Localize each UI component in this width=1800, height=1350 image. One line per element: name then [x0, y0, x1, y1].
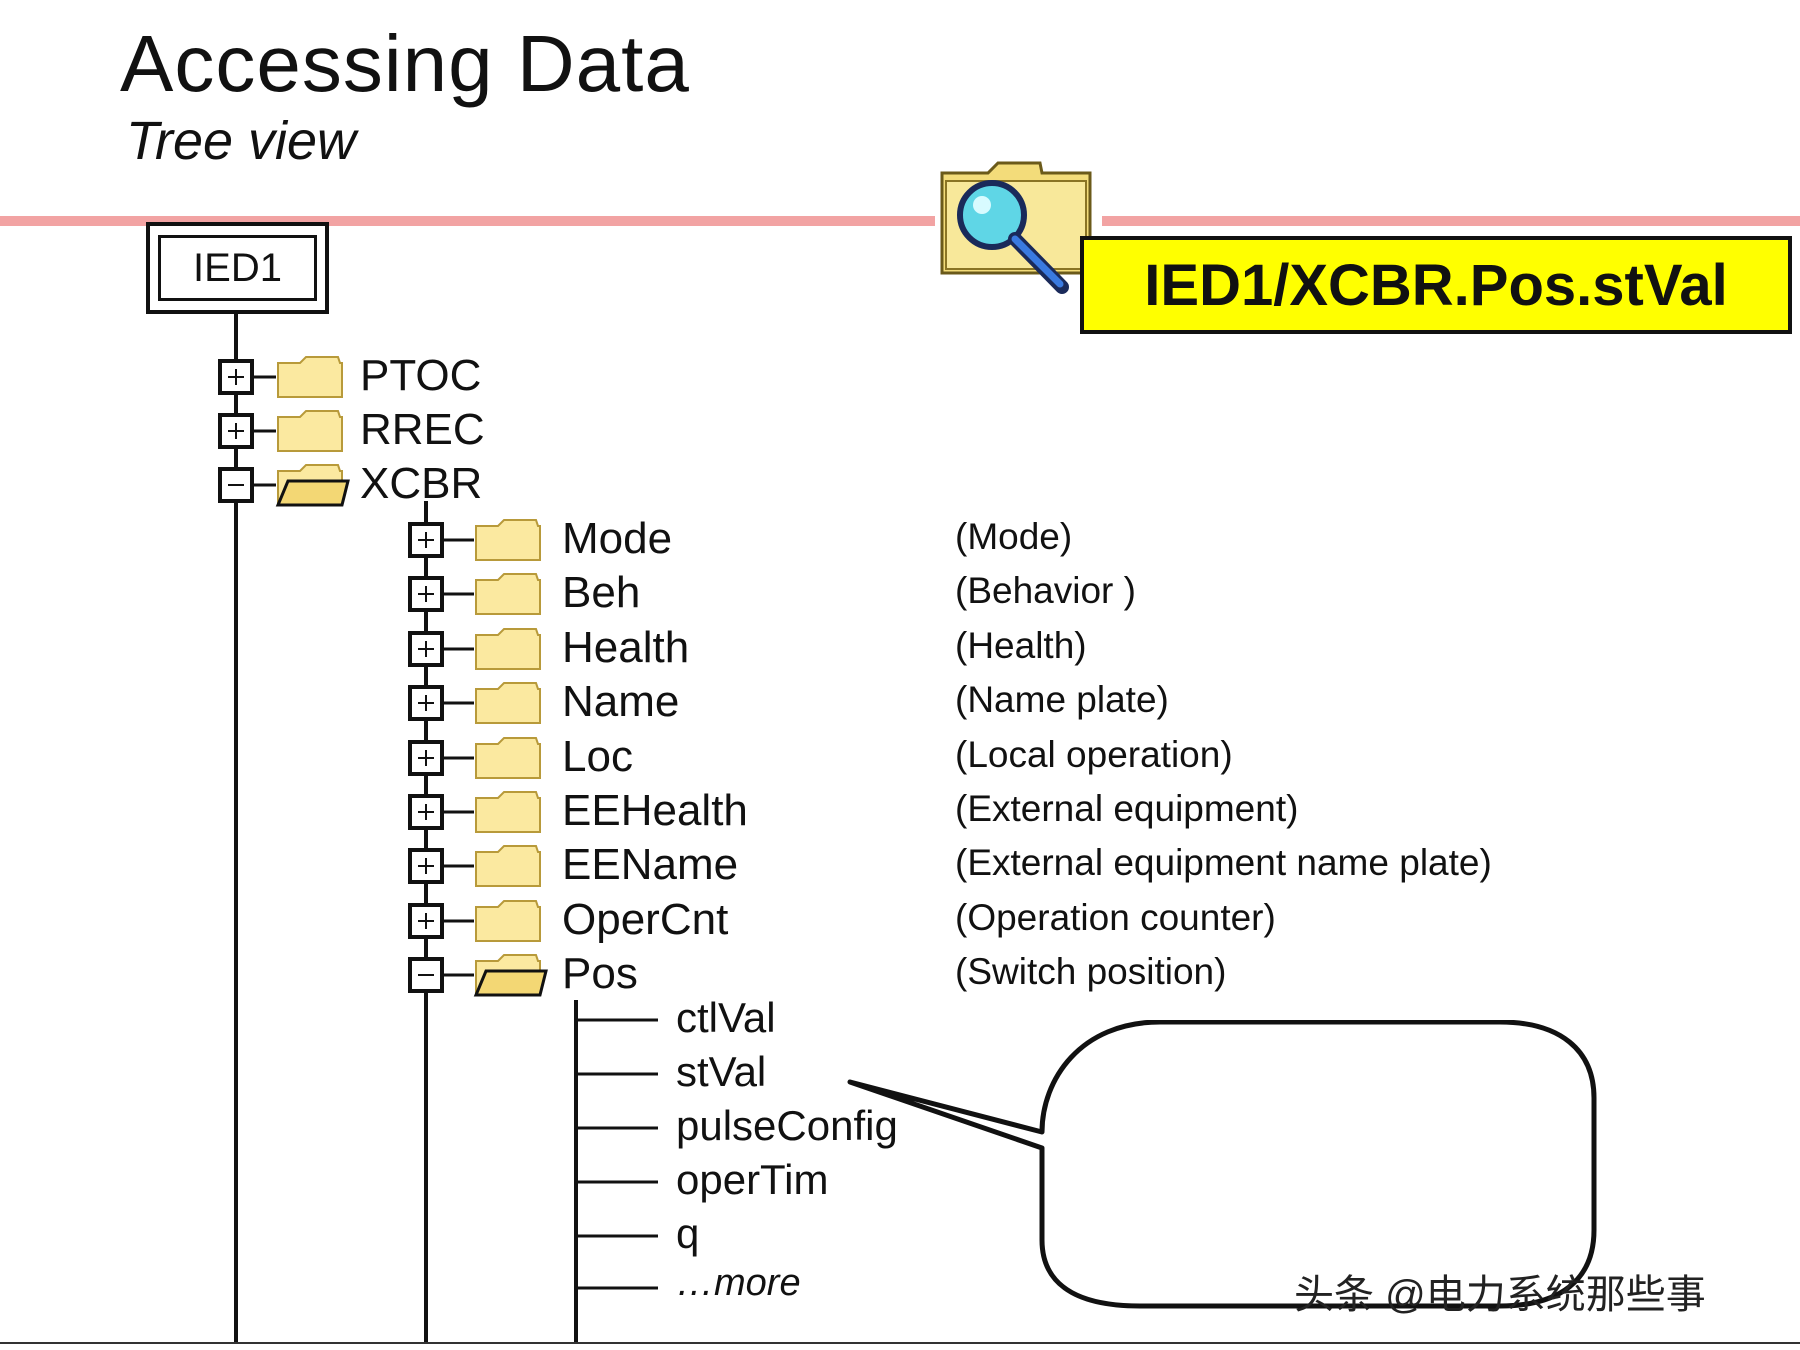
node-description: (Name plate): [955, 679, 1169, 720]
title-rule-left: [0, 216, 935, 226]
watermark: 头条 @电力系统那些事: [1294, 1273, 1706, 1317]
folder-icon: [475, 737, 541, 779]
folder-icon: [473, 954, 548, 997]
ied-root-label: IED1: [158, 235, 317, 301]
folder-icon: [475, 519, 541, 561]
tree-node-eehealth[interactable]: EEHealth: [562, 786, 748, 835]
tree-node-name[interactable]: Name: [562, 677, 680, 726]
tree-node-pos[interactable]: Pos: [562, 949, 638, 998]
folder-icon: [475, 845, 541, 887]
toggle-opercnt[interactable]: [408, 903, 444, 939]
folder-icon: [277, 410, 343, 452]
tree-node-ptoc[interactable]: PTOC: [360, 351, 482, 400]
attribute-ctlval[interactable]: ctlVal: [676, 994, 776, 1041]
tree-node-beh[interactable]: Beh: [562, 568, 641, 617]
more-attributes-link[interactable]: …more: [676, 1262, 801, 1304]
node-description: (Mode): [955, 516, 1073, 557]
tree-node-xcbr[interactable]: XCBR: [360, 459, 483, 508]
page-title: Accessing Data: [120, 19, 690, 108]
folder-icon: [475, 628, 541, 670]
folder-icon: [475, 682, 541, 724]
node-description: (Health): [955, 625, 1087, 666]
toggle-name[interactable]: [408, 685, 444, 721]
attribute-opertim[interactable]: operTim: [676, 1156, 829, 1203]
folder-icon: [475, 900, 541, 942]
node-description: (Local operation): [955, 734, 1233, 775]
tree-node-opercnt[interactable]: OperCnt: [562, 895, 729, 944]
node-description: (Switch position): [955, 951, 1227, 992]
toggle-health[interactable]: [408, 631, 444, 667]
tree-node-rrec[interactable]: RREC: [360, 405, 485, 454]
title-rule-right: [1102, 216, 1800, 226]
toggle-mode[interactable]: [408, 522, 444, 558]
tree-node-eename[interactable]: EEName: [562, 840, 739, 889]
attribute-q[interactable]: q: [676, 1210, 700, 1257]
toggle-eename[interactable]: [408, 848, 444, 884]
tree-node-health[interactable]: Health: [562, 623, 690, 672]
attribute-stval[interactable]: stVal: [676, 1048, 767, 1095]
folder-icon: [277, 356, 343, 398]
toggle-pos[interactable]: [408, 957, 444, 993]
folder-icon: [275, 464, 350, 507]
toggle-beh[interactable]: [408, 576, 444, 612]
folder-icon: [475, 573, 541, 615]
object-reference-label: IED1/XCBR.Pos.stVal: [1080, 236, 1792, 334]
node-description: (External equipment name plate): [955, 842, 1492, 883]
toggle-eehealth[interactable]: [408, 794, 444, 830]
search-folder-icon: [940, 161, 1092, 294]
callout-bubble: [847, 1020, 1597, 1309]
toggle-loc[interactable]: [408, 740, 444, 776]
toggle-xcbr[interactable]: [218, 467, 254, 503]
attribute-pulseconfig[interactable]: pulseConfig: [676, 1102, 898, 1149]
toggle-rrec[interactable]: [218, 413, 254, 449]
page-subtitle: Tree view: [126, 111, 357, 171]
node-description: (Operation counter): [955, 897, 1276, 938]
tree-node-loc[interactable]: Loc: [562, 732, 633, 781]
bottom-rule: [0, 1342, 1800, 1344]
ied-root-node[interactable]: IED1: [146, 222, 329, 314]
node-description: (External equipment): [955, 788, 1299, 829]
node-description: (Behavior ): [955, 570, 1136, 611]
toggle-ptoc[interactable]: [218, 359, 254, 395]
tree-node-mode[interactable]: Mode: [562, 514, 673, 563]
folder-icon: [475, 791, 541, 833]
